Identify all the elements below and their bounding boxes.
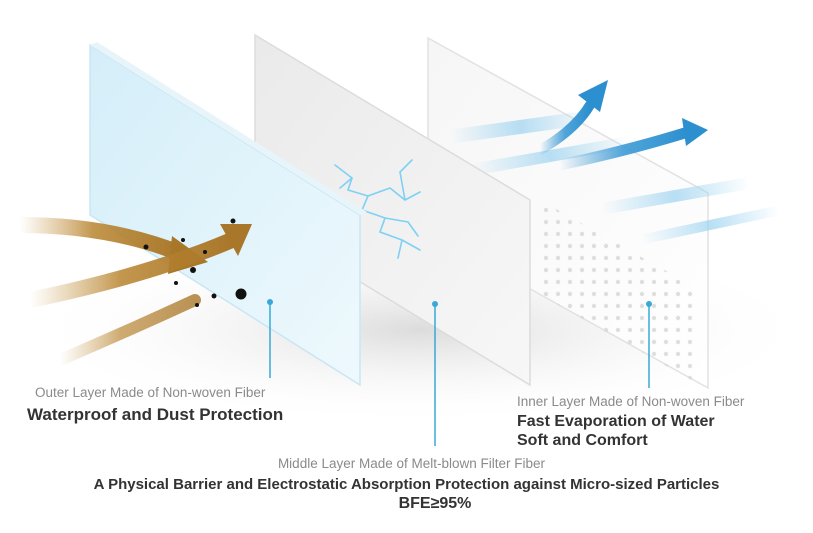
vapor-streak [449, 110, 591, 144]
inner-layer-line1: Fast Evaporation of Water [517, 413, 715, 430]
dust-particle [143, 218, 247, 307]
vapor-streak [600, 177, 750, 215]
perforation-dots [540, 200, 700, 385]
inner-layer-line2: Soft and Comfort [517, 432, 648, 449]
middle-layer-subtitle: Middle Layer Made of Melt-blown Filter F… [277, 456, 546, 471]
incoming-particle-arrow [54, 294, 201, 366]
outgoing-vapor-arrow [554, 118, 708, 171]
outgoing-vapor-arrow [535, 80, 608, 155]
outer-pointer [267, 299, 273, 378]
outer-layer-title: Waterproof and Dust Protection [27, 405, 284, 424]
vapor-streak [470, 136, 630, 176]
middle-layer-title: A Physical Barrier and Electrostatic Abs… [93, 476, 720, 493]
inner-layer [427, 36, 780, 390]
inner-layer-subtitle: Inner Layer Made of Non-woven Fiber [517, 394, 745, 409]
outer-layer [89, 42, 367, 387]
vapor-streak [640, 205, 780, 245]
outer-layer-subtitle: Outer Layer Made of Non-woven Fiber [35, 385, 266, 400]
bfe-metric: BFE≥95% [398, 495, 472, 512]
middle-pointer [432, 301, 438, 446]
inner-pointer [646, 301, 652, 388]
incoming-particle-arrow [22, 224, 252, 308]
